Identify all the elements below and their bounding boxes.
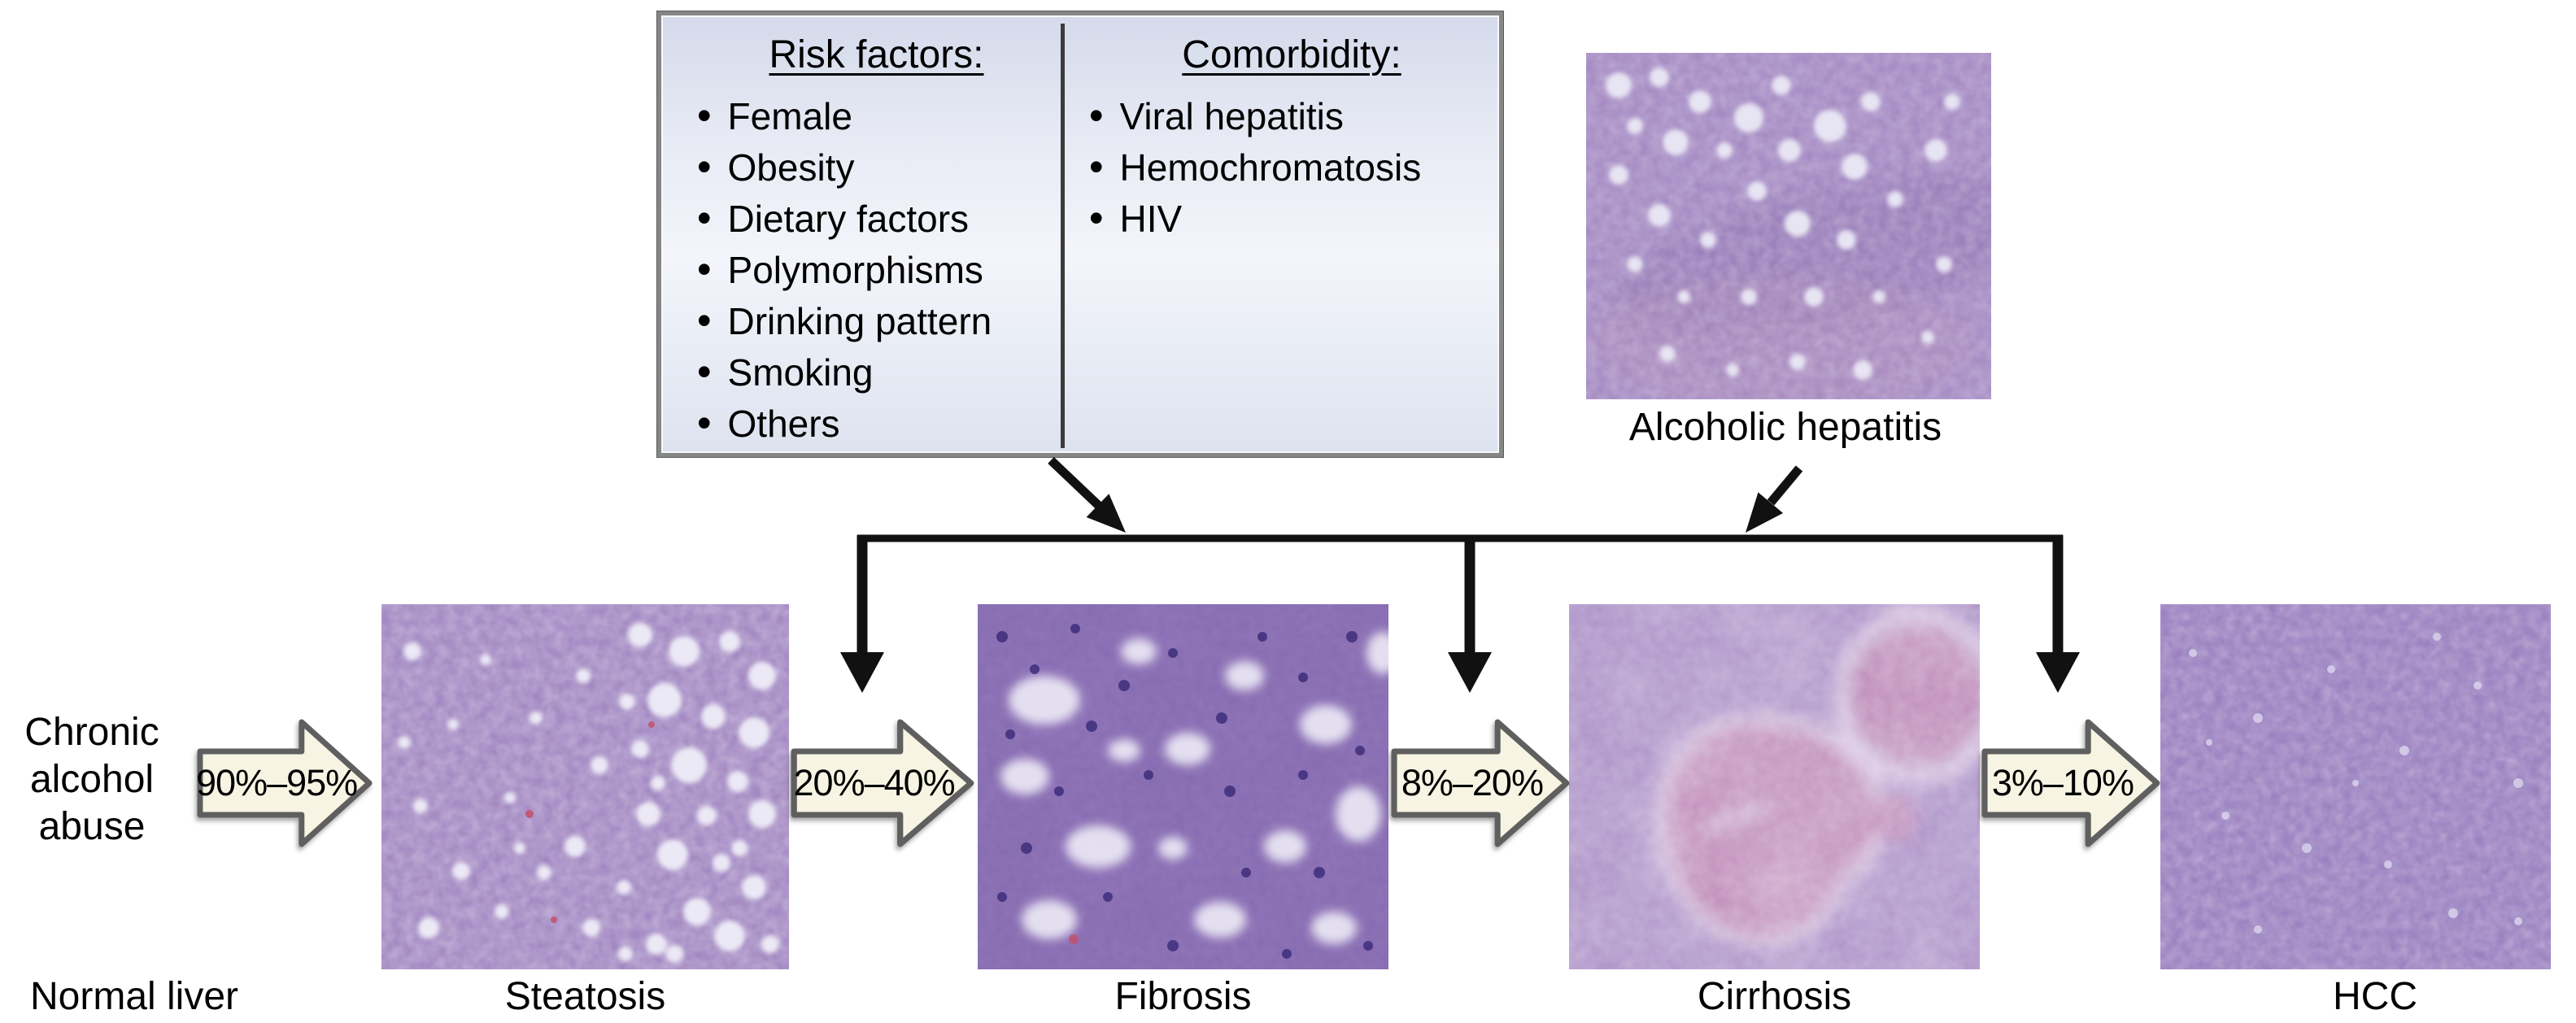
arrowhead-icon — [1086, 494, 1126, 533]
list-item-label: Drinking pattern — [727, 300, 992, 342]
bullet-icon: • — [1089, 144, 1104, 189]
arrowhead-icon — [1448, 652, 1492, 693]
steatosis-image — [381, 604, 789, 969]
red-blood-spots — [525, 721, 655, 923]
list-item: • Dietary factors — [697, 193, 1056, 244]
risk-factors-list: • Female • Obesity • Dietary factors • Polym… — [697, 90, 1056, 449]
list-item-label: HIV — [1119, 198, 1183, 240]
list-item-label: Others — [727, 403, 840, 445]
list-item-label: Viral hepatitis — [1119, 95, 1344, 137]
bullet-icon: • — [697, 195, 712, 241]
list-item: • Hemochromatosis — [1089, 141, 1494, 193]
stage-label-fibrosis: Fibrosis — [1114, 975, 1252, 1018]
progression-rate-label: 90%–95% — [196, 762, 358, 803]
list-item: • Viral hepatitis — [1089, 90, 1494, 141]
cirrhosis-image — [1569, 604, 1980, 969]
arrowhead-icon — [2036, 652, 2080, 693]
hepatitis-to-line-arrow — [1767, 465, 1803, 506]
chronic-alcohol-abuse-label: Chronic alcohol abuse — [24, 711, 159, 848]
list-item-label: Female — [727, 95, 852, 137]
stage-label-normal-liver: Normal liver — [29, 975, 239, 1018]
list-item: • Smoking — [697, 346, 1056, 398]
risk-comorbidity-box: Risk factors: • Female • Obesity • Dietary … — [657, 11, 1503, 457]
bullet-icon: • — [697, 349, 712, 394]
alcoholic-hepatitis-image — [1586, 53, 1991, 399]
bullet-icon: • — [697, 400, 712, 446]
block-arrow-icon — [791, 719, 974, 847]
progression-arrow-3: 8%–20% — [1391, 714, 1571, 852]
dense-nuclei — [996, 624, 1373, 959]
comorbidity-list: • Viral hepatitis • Hemochromatosis • HIV — [1089, 90, 1494, 244]
fat-vacuoles — [1606, 67, 1960, 380]
risk-factors-column: Risk factors: • Female • Obesity • Dietary … — [661, 15, 1061, 453]
list-item-label: Obesity — [727, 146, 855, 189]
comorbidity-heading: Comorbidity: — [1182, 33, 1401, 76]
stage-label-steatosis: Steatosis — [504, 975, 666, 1018]
list-item: • Others — [697, 398, 1056, 449]
bullet-icon: • — [697, 298, 712, 343]
list-item: • Obesity — [697, 141, 1056, 193]
stage-label-hcc: HCC — [2333, 975, 2417, 1018]
risk-box-to-line-arrow — [1048, 457, 1102, 509]
progression-arrow-1: 90%–95% — [196, 714, 374, 852]
pale-fibrotic-areas — [1000, 632, 1388, 944]
fibrosis-image — [978, 604, 1388, 969]
bullet-icon: • — [1089, 195, 1104, 241]
list-item: • Polymorphisms — [697, 244, 1056, 295]
box-divider-line — [1061, 24, 1065, 448]
progression-arrow-4: 3%–10% — [1981, 714, 2162, 852]
cirrhosis-micrograph — [1569, 604, 1980, 969]
list-item-label: Smoking — [727, 351, 874, 394]
bullet-icon: • — [697, 93, 712, 138]
alcoholic-hepatitis-label: Alcoholic hepatitis — [1628, 406, 1942, 449]
arrowhead-icon — [1746, 492, 1784, 533]
risk-factors-heading: Risk factors: — [769, 33, 984, 76]
list-item-label: Dietary factors — [727, 198, 970, 240]
bullet-icon: • — [1089, 93, 1104, 138]
block-arrow-icon — [197, 719, 373, 847]
list-item-label: Hemochromatosis — [1119, 146, 1422, 189]
list-item-label: Polymorphisms — [727, 249, 983, 291]
list-item: • Female — [697, 90, 1056, 141]
progression-rate-label: 3%–10% — [1991, 762, 2134, 803]
block-arrow-icon — [1391, 719, 1570, 847]
progression-rate-label: 8%–20% — [1401, 762, 1544, 803]
fat-vacuoles — [398, 623, 779, 963]
bullet-icon: • — [697, 246, 712, 292]
list-item: • HIV — [1089, 193, 1494, 244]
hcc-image — [2160, 604, 2551, 969]
bullet-icon: • — [697, 144, 712, 189]
block-arrow-icon — [1981, 719, 2160, 847]
hcc-micrograph — [2160, 604, 2551, 969]
alcoholic-hepatitis-micrograph — [1586, 53, 1991, 399]
arrowhead-icon — [840, 652, 884, 693]
progression-arrow-2: 20%–40% — [791, 714, 976, 852]
steatosis-micrograph — [381, 604, 789, 969]
list-item: • Drinking pattern — [697, 295, 1056, 346]
fibrosis-micrograph — [978, 604, 1388, 969]
comorbidity-column: Comorbidity: • Viral hepatitis • Hemochrom… — [1065, 15, 1499, 453]
red-blood-spot — [1069, 934, 1079, 944]
progression-rate-label: 20%–40% — [793, 762, 956, 803]
stage-label-cirrhosis: Cirrhosis — [1697, 975, 1852, 1018]
tumor-cell-speckles — [2189, 633, 2523, 934]
